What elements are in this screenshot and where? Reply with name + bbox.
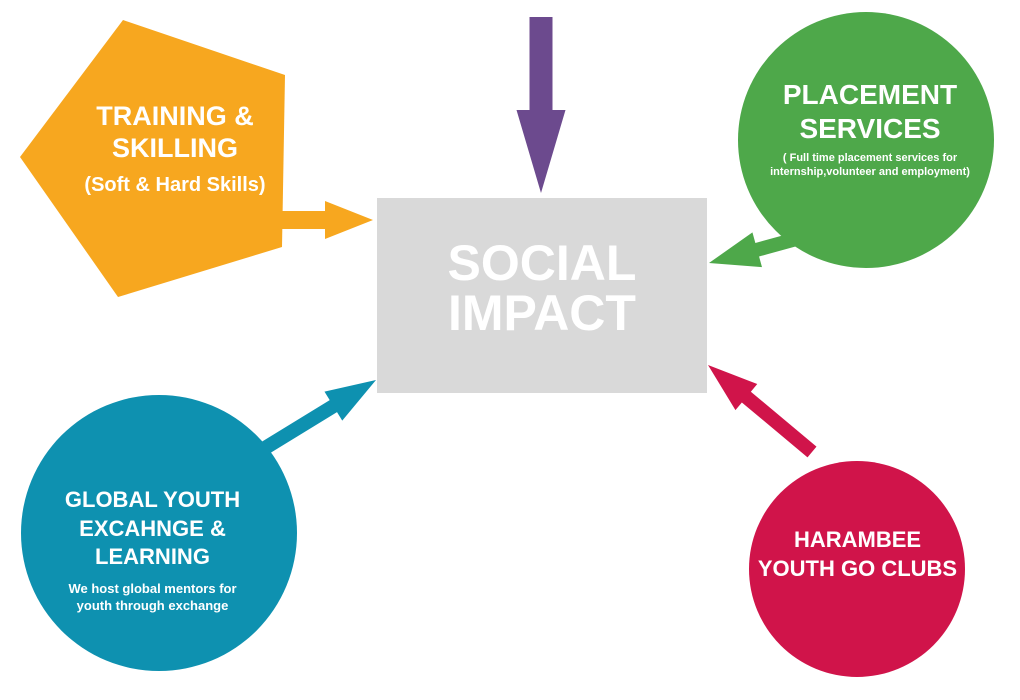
global-sub2: youth through exchange (76, 598, 229, 614)
global-sub: We host global mentors for youth through… (30, 580, 275, 615)
placement-sub1: ( Full time placement services for (782, 152, 958, 165)
placement-label: PLACEMENT SERVICES ( Full time placement… (740, 78, 1000, 180)
harambee-line1: HARAMBEE (793, 527, 922, 552)
harambee-line2: YOUTH GO CLUBS (757, 555, 958, 581)
training-sub: (Soft & Hard Skills) (84, 173, 266, 196)
global-line3: LEARNING (95, 544, 210, 570)
placement-sub2: internship,volunteer and employment) (770, 166, 970, 179)
placement-arrow (709, 231, 802, 268)
harambee-circle (749, 461, 965, 677)
training-line2: SKILLING (112, 133, 238, 164)
global-youth-circle (21, 395, 297, 671)
training-label: TRAINING & SKILLING (Soft & Hard Skills) (60, 100, 290, 197)
placement-line2: SERVICES (799, 112, 941, 144)
placement-circle (738, 12, 994, 268)
global-youth-label: GLOBAL YOUTH EXCAHNGE & LEARNING We host… (30, 486, 275, 615)
training-line1: TRAINING & (96, 101, 254, 131)
social-impact-line2: IMPACT (448, 285, 636, 341)
purple-top-arrow (516, 17, 566, 193)
global-line1: GLOBAL YOUTH (64, 487, 241, 512)
global-line2: EXCAHNGE & (79, 515, 226, 541)
harambee-arrow (708, 365, 817, 458)
global-sub1: We host global mentors for (68, 580, 237, 596)
social-impact-label: SOCIAL IMPACT (377, 238, 707, 338)
global-youth-arrow (261, 380, 376, 454)
placement-line1: PLACEMENT (782, 79, 958, 110)
harambee-label: HARAMBEE YOUTH GO CLUBS (750, 526, 965, 583)
training-arrow (282, 201, 373, 239)
social-impact-line1: SOCIAL (447, 235, 637, 291)
training-pentagon (20, 20, 285, 297)
placement-sub: ( Full time placement services for inter… (740, 151, 1000, 180)
social-impact-box (377, 198, 707, 393)
